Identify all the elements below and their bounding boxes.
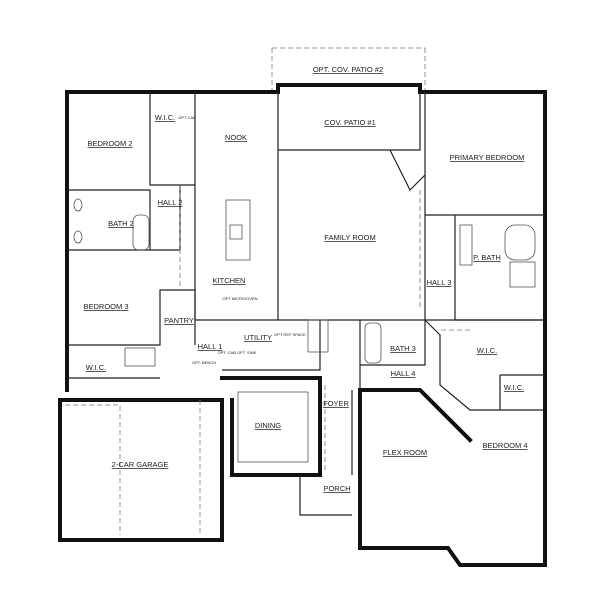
label-wic-bed2: W.I.C. xyxy=(155,113,175,122)
interior-walls xyxy=(67,92,545,516)
label-hall-4: HALL 4 xyxy=(391,369,416,378)
label-opt-bench: OPT. BENCH xyxy=(192,360,216,365)
label-dining: DINING xyxy=(255,421,281,430)
label-nook: NOOK xyxy=(225,133,247,142)
exterior-walls xyxy=(58,83,547,567)
label-family-room: FAMILY ROOM xyxy=(324,233,375,242)
label-bedroom-4: BEDROOM 4 xyxy=(482,441,527,450)
label-hall-1: HALL 1 xyxy=(198,342,223,351)
label-garage: 2-CAR GARAGE xyxy=(112,460,169,469)
label-wic-primary: W.I.C. xyxy=(477,346,497,355)
label-p-bath: P. BATH xyxy=(473,253,501,262)
label-opt-cov-patio-2: OPT. COV. PATIO #2 xyxy=(313,65,383,74)
label-bath-2: BATH 2 xyxy=(108,219,134,228)
label-wic-bed3: W.I.C. xyxy=(86,363,106,372)
label-flex-room: FLEX ROOM xyxy=(383,448,427,457)
label-utility: UTILITY xyxy=(244,333,272,342)
label-opt-ref-space: OPT REF SPACE xyxy=(274,332,306,337)
label-porch: PORCH xyxy=(323,484,350,493)
label-foyer: FOYER xyxy=(323,399,349,408)
label-opt-cab-opt-sink: OPT. CAB OPT. SINK xyxy=(218,350,257,355)
opt-patio-outline xyxy=(271,47,426,92)
label-cov-patio-1: COV. PATIO #1 xyxy=(324,118,376,127)
dashed-openings xyxy=(179,185,470,470)
garage-door-lines xyxy=(65,400,201,535)
label-bedroom-3: BEDROOM 3 xyxy=(83,302,128,311)
label-opt-cab: OPT CAB xyxy=(178,115,196,120)
label-hall-3: HALL 3 xyxy=(427,278,452,287)
label-bedroom-2: BEDROOM 2 xyxy=(87,139,132,148)
label-primary-bedroom: PRIMARY BEDROOM xyxy=(450,153,525,162)
label-kitchen: KITCHEN xyxy=(213,276,246,285)
label-hall-2: HALL 2 xyxy=(158,198,183,207)
fixtures xyxy=(73,198,536,463)
label-opt-micro-oven: OPT MICRO/OVEN xyxy=(222,296,257,301)
label-wic-bed4: W.I.C. xyxy=(504,383,524,392)
label-bath-3: BATH 3 xyxy=(390,344,416,353)
label-pantry: PANTRY xyxy=(164,316,194,325)
